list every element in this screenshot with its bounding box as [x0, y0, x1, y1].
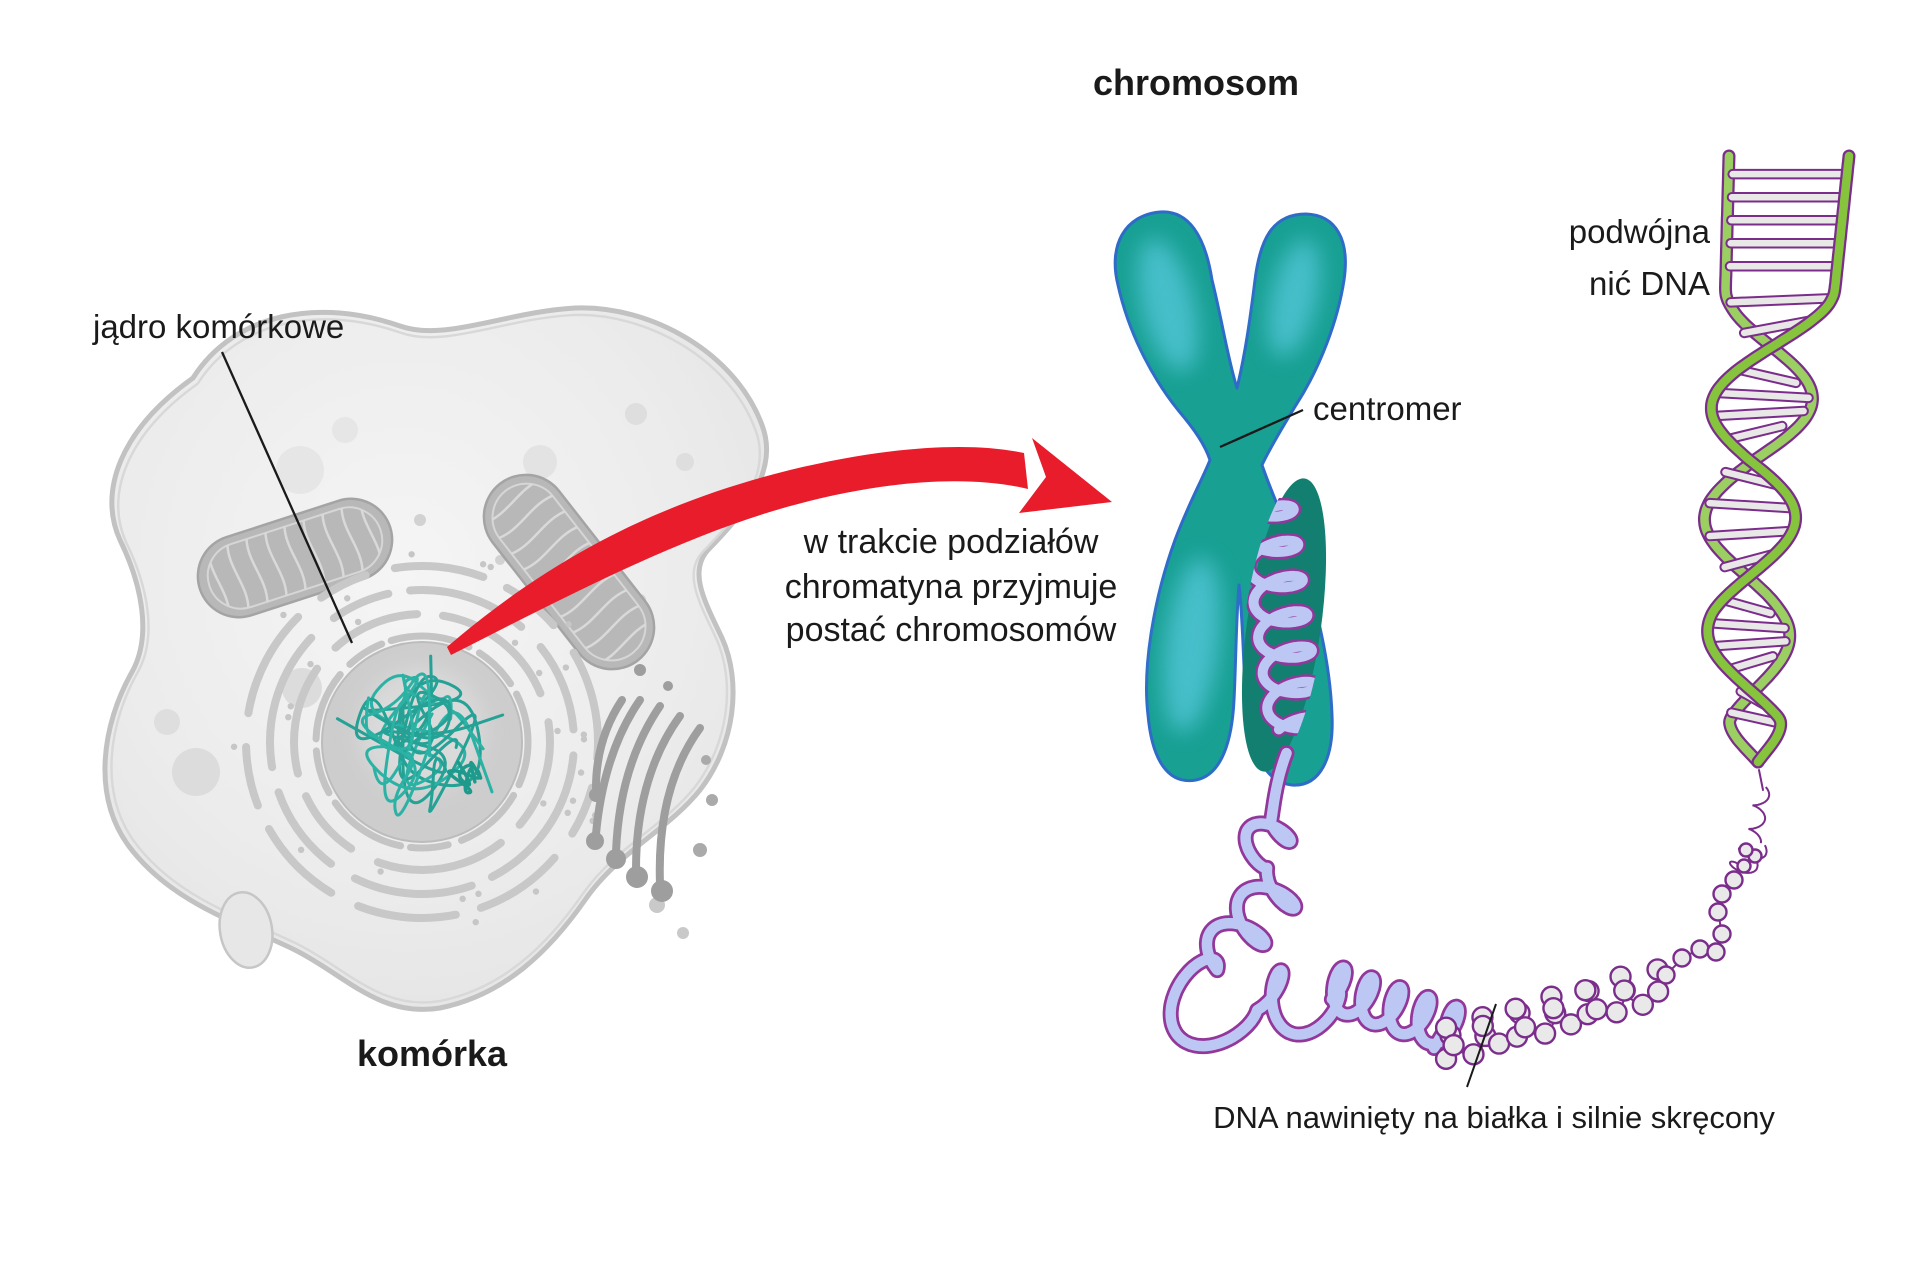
ribosome-dots	[230, 551, 611, 926]
chromatin	[335, 654, 505, 817]
nucleosome-beads-sparse	[1656, 769, 1771, 985]
golgi-apparatus	[586, 664, 718, 902]
vacuole	[218, 891, 274, 969]
centromere-label: centromer	[1313, 390, 1462, 427]
wound-dna-leader-line	[1466, 1003, 1497, 1088]
chromosome-title: chromosom	[1093, 62, 1299, 103]
centromere-leader-line	[1219, 408, 1304, 449]
wound-dna-label: DNA nawinięty na białka i silnie skręcon…	[1213, 1100, 1775, 1135]
red-arrow	[447, 438, 1112, 655]
nucleosome-beads-dense	[1434, 958, 1670, 1071]
chromosome	[1113, 210, 1347, 787]
nucleus-label: jądro komórkowe	[92, 308, 344, 345]
svg-text:postać chromosomów: postać chromosomów	[786, 611, 1117, 649]
chromatin-fiber	[1162, 745, 1467, 1056]
chromosome-arm-highlights	[1137, 238, 1321, 733]
cell	[102, 305, 770, 1012]
svg-text:podwójna: podwójna	[1569, 213, 1711, 250]
svg-text:w trakcie podziałów: w trakcie podziałów	[803, 523, 1099, 561]
svg-text:nić DNA: nić DNA	[1589, 265, 1710, 302]
vesicles	[154, 403, 694, 969]
double-strand-label: podwójna nić DNA	[1569, 213, 1711, 302]
division-caption: w trakcie podziałów chromatyna przyjmuje…	[785, 523, 1118, 649]
nucleus	[312, 632, 532, 852]
dna-double-helix	[1697, 149, 1856, 769]
cell-label: komórka	[357, 1033, 508, 1074]
chromatin-coil-in-arm	[1235, 497, 1329, 737]
svg-text:chromatyna przyjmuje: chromatyna przyjmuje	[785, 568, 1118, 606]
nucleus-leader-line	[220, 351, 354, 644]
